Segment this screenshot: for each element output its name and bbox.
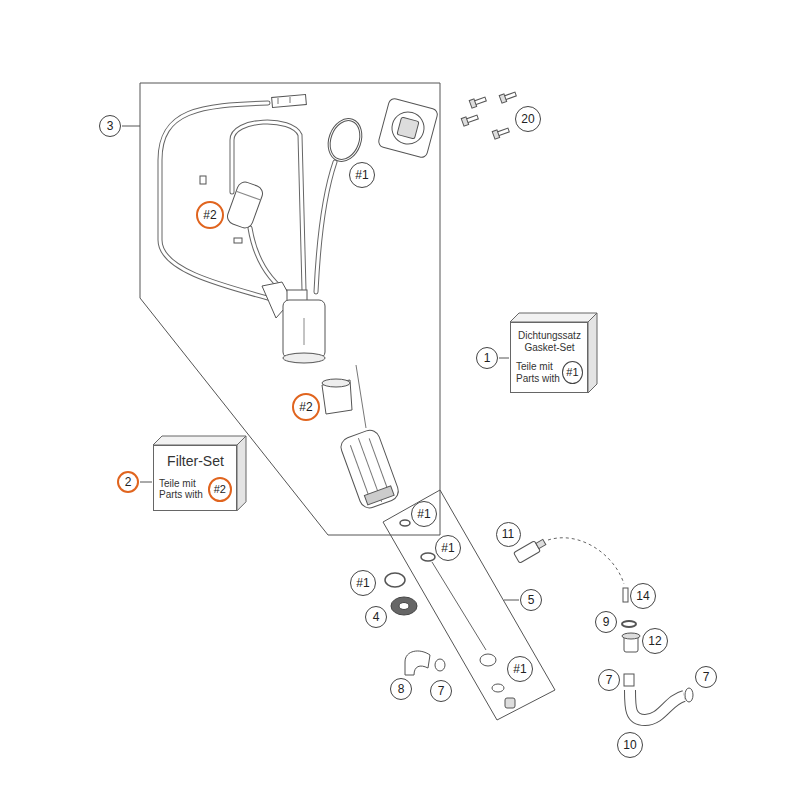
- nut-hole: [399, 603, 409, 610]
- strainer-basket: [338, 427, 401, 510]
- callout-number: #2: [292, 393, 320, 421]
- basket-body: [338, 427, 401, 510]
- hose: [630, 690, 684, 720]
- callout-number: 2: [117, 471, 139, 493]
- fuel-tube: [316, 162, 335, 292]
- pump-base: [283, 353, 325, 363]
- callout-number: #1: [411, 501, 437, 527]
- screw-head: [492, 130, 499, 139]
- flange-plate: [377, 97, 438, 158]
- leader-line: [140, 482, 152, 483]
- hose-clip: [200, 176, 206, 184]
- sleeve-rim: [322, 379, 350, 387]
- callout-number: #1: [350, 570, 376, 596]
- kit-note: Teile mit Parts with: [159, 478, 208, 501]
- flange-plug: [397, 117, 419, 139]
- callout-number: #2: [208, 477, 232, 502]
- basket-rib: [350, 445, 371, 501]
- box-side-face: [237, 436, 246, 511]
- seal-ring: [324, 115, 367, 165]
- coupling-tip: [536, 539, 546, 548]
- pump-pin: [356, 365, 366, 428]
- fuel-line: [432, 562, 486, 650]
- o-ring: [421, 553, 435, 561]
- basket-rib: [369, 438, 390, 494]
- kit-box: Dichtungssatz Gasket-SetTeile mit Parts …: [510, 322, 588, 393]
- fuel-filter: [225, 180, 264, 230]
- callout-number: 10: [617, 732, 643, 758]
- filter-body: [225, 180, 264, 230]
- kit-row: Teile mit Parts with#1: [516, 361, 583, 384]
- hose-clamp: [435, 659, 445, 671]
- callout-number: 9: [595, 611, 617, 633]
- box-top-face: [510, 313, 597, 322]
- fitting-collar: [622, 633, 640, 639]
- hose: [630, 690, 684, 720]
- callout-number: 7: [430, 680, 452, 702]
- fuel-tube: [316, 162, 335, 292]
- callout-number: 20: [515, 106, 541, 132]
- callout-number: 8: [390, 678, 412, 700]
- callout-number: 11: [496, 522, 521, 547]
- plug-connector: [272, 95, 307, 108]
- kit-note: Teile mit Parts with: [516, 361, 562, 384]
- pump-flange: [377, 97, 438, 158]
- kit-title: Dichtungssatz Gasket-Set: [516, 330, 583, 354]
- callout-number: 12: [642, 628, 668, 654]
- callout-number: 4: [365, 606, 387, 628]
- filter-sleeve: [322, 380, 352, 414]
- pump-line: [304, 318, 305, 345]
- nut: [391, 597, 417, 615]
- box-top-face: [153, 436, 246, 445]
- hose-dashed: [548, 538, 624, 584]
- elbow-hose: [405, 651, 430, 675]
- plug-pin: [290, 97, 291, 103]
- assembly-outline: [140, 83, 440, 535]
- kit-row: Teile mit Parts with#2: [159, 477, 232, 502]
- plug-pin: [278, 98, 279, 104]
- callout-number: #1: [349, 162, 375, 188]
- callout-number: #2: [196, 201, 224, 229]
- wire-tube: [160, 103, 275, 300]
- box-side-face: [588, 313, 597, 393]
- leader-line: [499, 358, 509, 359]
- group-outline: [383, 490, 555, 720]
- callout-number: 1: [476, 347, 498, 369]
- o-ring: [385, 573, 405, 587]
- leader-line: [504, 600, 519, 601]
- kit-title: Filter-Set: [159, 453, 232, 470]
- flange-socket: [388, 108, 427, 147]
- callout-number: #1: [507, 656, 533, 682]
- callout-number: 7: [695, 666, 717, 688]
- leader-line: [122, 126, 140, 127]
- callout-number: 3: [99, 115, 121, 137]
- callout-number: 7: [598, 669, 620, 691]
- o-ring: [622, 621, 636, 627]
- screw-head: [461, 117, 468, 126]
- o-ring: [400, 520, 410, 526]
- tank-fitting: [480, 654, 496, 666]
- o-ring: [492, 684, 504, 692]
- screw-head: [469, 99, 476, 108]
- pump-body: [283, 300, 325, 358]
- screw-head: [499, 94, 506, 103]
- seal-ring: [324, 115, 367, 165]
- callout-number: 5: [520, 589, 542, 611]
- filter-line: [236, 191, 260, 200]
- callout-number: #1: [562, 361, 583, 384]
- nipple: [505, 698, 515, 708]
- hose-clamp: [624, 674, 634, 686]
- wire-tube: [160, 103, 275, 300]
- kit-box: Filter-SetTeile mit Parts with#2: [153, 445, 237, 511]
- callout-number: 14: [630, 583, 656, 609]
- hose-clip: [234, 238, 242, 243]
- callout-number: #1: [435, 535, 461, 561]
- pin: [623, 588, 628, 602]
- hose-clamp: [685, 688, 693, 702]
- basket-foot: [364, 486, 394, 505]
